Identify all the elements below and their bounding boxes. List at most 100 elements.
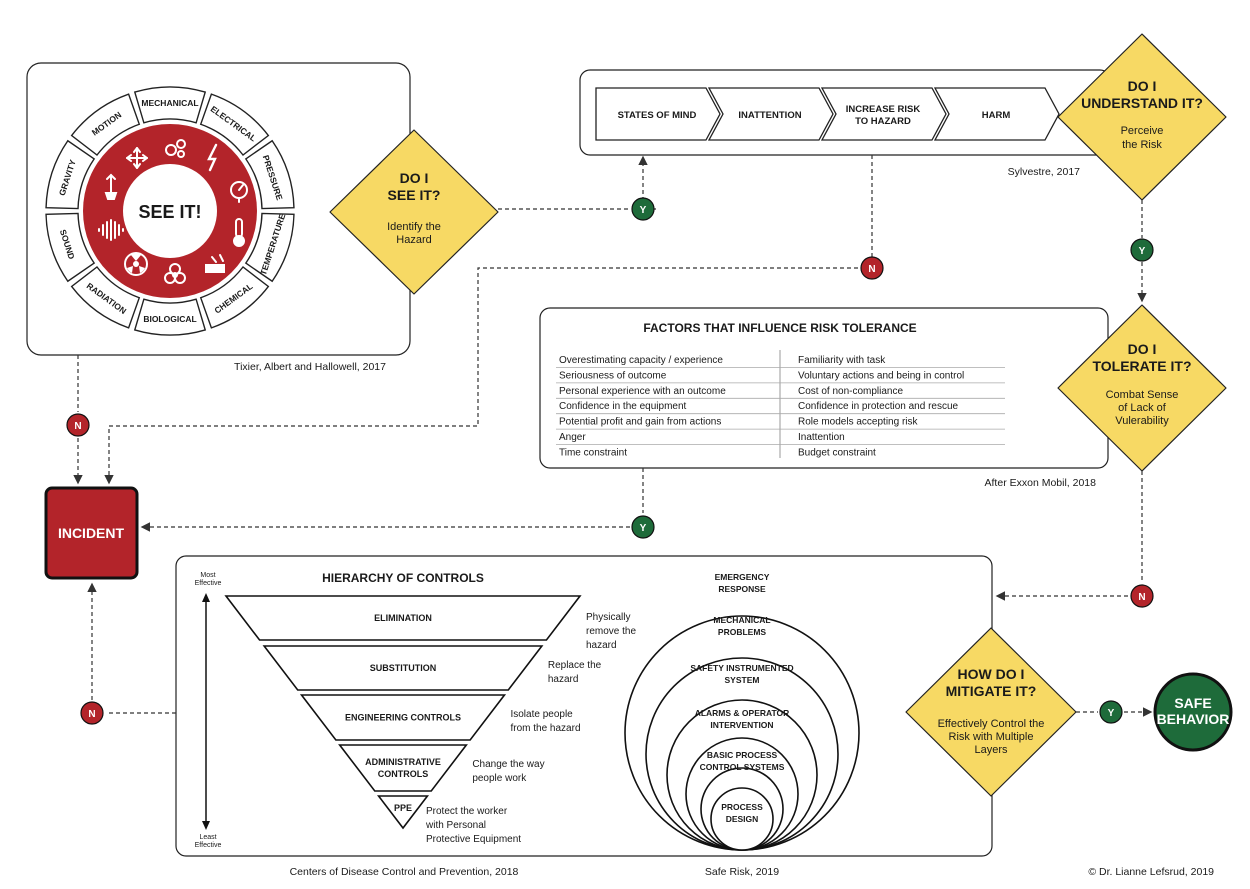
tolerance-factor-left: Potential profit and gain from actions: [559, 417, 721, 428]
gears-icon: [165, 139, 186, 158]
protection-layer-label: SAFETY INSTRUMENTED: [690, 663, 793, 673]
see-it-decision: DO I SEE IT? Identify the Hazard: [329, 129, 499, 295]
wheel-segment: [70, 266, 141, 329]
tolerance-factor-left: Seriousness of outcome: [559, 370, 667, 381]
hierarchy-level-description: from the hazard: [510, 723, 580, 734]
mitigate-it-sub-1: Effectively Control the: [938, 718, 1045, 730]
hierarchy-level: [224, 595, 582, 641]
yes-badge-label: Y: [640, 205, 647, 216]
tolerance-factor-right: Cost of non-compliance: [798, 386, 903, 397]
least-effective-2: Effective: [195, 842, 222, 849]
hierarchy-level: [338, 744, 468, 792]
yes-badge: Y: [1099, 700, 1123, 724]
sequence-step-label: HARM: [982, 110, 1011, 121]
understand-it-decision: DO I UNDERSTAND IT? Perceive the Risk: [1057, 33, 1227, 201]
hierarchy-level-description: Protect the worker: [426, 806, 508, 817]
tolerance-factor-left: Time constraint: [559, 447, 627, 458]
tolerate-it-sub-1: Combat Sense: [1106, 389, 1179, 401]
hierarchy-level-description: hazard: [586, 640, 617, 651]
tolerance-factor-right: Inattention: [798, 432, 845, 443]
biohazard-icon: [164, 263, 186, 284]
no-badge: N: [860, 256, 884, 280]
wheel-segment: [199, 93, 270, 156]
wheel-segment: [45, 212, 96, 283]
badges: Y N Y N Y N N Y: [66, 197, 1154, 725]
wheel-segment: [70, 93, 141, 156]
sequence-step-label: INCREASE RISK: [846, 104, 921, 115]
safe-behavior: SAFE BEHAVIOR: [1153, 672, 1233, 752]
most-effective-1: Most: [200, 572, 215, 579]
tolerate-it-title-1: DO I: [1128, 341, 1157, 357]
sequence-step-label: INATTENTION: [738, 110, 801, 121]
sequence-citation: Sylvestre, 2017: [1008, 166, 1081, 178]
yes-badge: Y: [1130, 238, 1154, 262]
yes-badge: Y: [631, 197, 655, 221]
sequence-step: [707, 87, 834, 141]
mitigate-it-sub-3: Layers: [974, 744, 1008, 756]
hierarchy-level: [299, 694, 507, 741]
mitigate-it-diamond: [905, 627, 1077, 797]
wheel-segment: [199, 266, 270, 329]
hierarchy-level-description: remove the: [586, 626, 636, 637]
sequence-step: [933, 87, 1060, 141]
tolerance-factor-right: Voluntary actions and being in control: [798, 370, 964, 381]
yes-badge-label: Y: [1108, 708, 1115, 719]
protection-layer-label: RESPONSE: [718, 584, 766, 594]
protection-layer-label: DESIGN: [726, 814, 759, 824]
hierarchy-level-description: Isolate people: [510, 709, 573, 720]
hierarchy-level-description: Protective Equipment: [426, 834, 521, 845]
hierarchy-level-description: people work: [472, 773, 527, 784]
incident-box: INCIDENT: [44, 486, 139, 580]
safe-line-2: BEHAVIOR: [1157, 711, 1230, 727]
tolerate-it-decision: DO I TOLERATE IT? Combat Sense of Lack o…: [1057, 304, 1227, 472]
wheel-segment: [244, 139, 295, 210]
copyright: © Dr. Lianne Lefsrud, 2019: [1088, 866, 1214, 878]
tolerance-factor-right: Budget constraint: [798, 447, 876, 458]
risk-tolerance-citation: After Exxon Mobil, 2018: [985, 477, 1097, 489]
tolerate-it-sub-2: of Lack of: [1118, 402, 1167, 414]
protection-layer-label: MECHANICAL: [713, 615, 770, 625]
connector-n-to-incident-1: [104, 267, 858, 485]
tolerance-factor-right: Confidence in protection and rescue: [798, 401, 959, 412]
risk-tolerance-panel: FACTORS THAT INFLUENCE RISK TOLERANCE Ov…: [539, 307, 1109, 489]
sound-wave-icon: [98, 219, 124, 241]
radiation-icon: [124, 252, 148, 276]
gravity-weight-icon: [104, 173, 118, 200]
thermometer-icon: [233, 218, 245, 247]
sequence-step-label: TO HAZARD: [855, 116, 911, 127]
layers-citation: Safe Risk, 2019: [705, 866, 779, 878]
no-badge: N: [66, 413, 90, 437]
chemical-hand-icon: [205, 254, 225, 273]
protection-layer-label: PROCESS: [721, 802, 763, 812]
wheel-segment: [45, 139, 96, 210]
understand-it-title-2: UNDERSTAND IT?: [1081, 95, 1203, 111]
protection-layer-label: SYSTEM: [725, 675, 760, 685]
mitigate-it-title-2: MITIGATE IT?: [946, 683, 1037, 699]
controls-panel: HIERARCHY OF CONTROLS Most Effective Lea…: [175, 555, 993, 857]
connectors: [73, 155, 1153, 717]
mitigate-it-decision: HOW DO I MITIGATE IT? Effectively Contro…: [905, 627, 1077, 797]
mitigate-it-title-1: HOW DO I: [958, 666, 1025, 682]
wheel-segment: [244, 212, 295, 283]
hierarchy-level-description: Physically: [586, 612, 630, 623]
sequence-step: [595, 87, 721, 141]
risk-tolerance-title: FACTORS THAT INFLUENCE RISK TOLERANCE: [643, 321, 916, 335]
pressure-gauge-icon: [230, 181, 248, 203]
no-badge-label: N: [868, 264, 875, 275]
sequence-step-label: STATES OF MIND: [618, 110, 697, 121]
mitigate-it-sub-2: Risk with Multiple: [949, 731, 1034, 743]
protection-layer-label: EMERGENCY: [715, 572, 770, 582]
protection-layer-label: PROBLEMS: [718, 627, 767, 637]
understand-it-title-1: DO I: [1128, 78, 1157, 94]
see-it-diamond: [329, 129, 499, 295]
incident-rect: [44, 486, 139, 580]
no-badge-label: N: [74, 421, 81, 432]
layers-of-protection: EMERGENCY RESPONSE MECHANICAL PROBLEMS SAFET…: [624, 572, 860, 851]
sequence-step: [820, 87, 947, 141]
protection-layer: [710, 787, 774, 851]
hierarchy-level-description: Change the way: [472, 759, 544, 770]
see-it-title-1: DO I: [400, 170, 429, 186]
tolerance-factor-right: Role models accepting risk: [798, 417, 918, 428]
incident-label: INCIDENT: [58, 525, 125, 541]
